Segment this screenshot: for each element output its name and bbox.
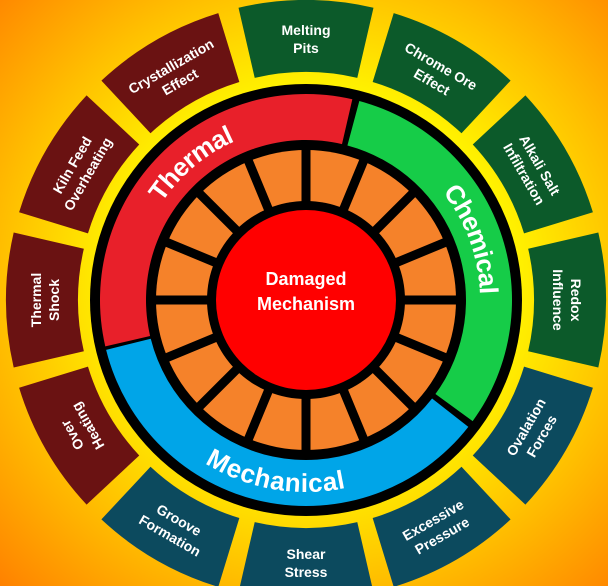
factor-box: OverHeating	[19, 366, 140, 505]
factor-box-shape	[5, 232, 84, 368]
category-band-mechanical	[106, 338, 469, 506]
factor-label-line: Redox	[568, 279, 584, 322]
factor-label-line: Stress	[285, 564, 328, 580]
factor-box-shape	[528, 232, 606, 368]
category-band-chemical	[347, 101, 512, 422]
factor-label: RedoxInfluence	[550, 269, 584, 331]
factor-box-shape	[19, 366, 140, 505]
cell-divider	[242, 381, 276, 445]
category-band-thermal	[100, 93, 353, 347]
center-label-line1: Damaged	[265, 269, 346, 289]
cell-divider	[366, 187, 419, 240]
cell-divider	[161, 330, 225, 364]
cell-divider	[387, 236, 451, 270]
cell-divider	[387, 330, 451, 364]
cell-divider	[193, 360, 246, 413]
factor-box-shape	[238, 0, 374, 78]
cell-divider	[161, 236, 225, 270]
factor-box-shape	[372, 13, 511, 134]
factor-label-line: Shock	[46, 279, 62, 321]
factor-box-shape	[472, 95, 593, 234]
cell-divider	[193, 187, 246, 240]
factor-box-shape	[372, 466, 511, 586]
factor-box-shape	[101, 466, 240, 586]
factor-label-line: Shear	[287, 546, 326, 562]
factor-box: OvalationForces	[472, 366, 593, 505]
factor-label-line: Pits	[293, 40, 319, 56]
factor-box-shape	[472, 366, 593, 505]
factor-box-shape	[239, 522, 373, 586]
cell-divider	[336, 155, 370, 219]
factor-box: GrooveFormation	[101, 466, 240, 586]
factor-box: Chrome OreEffect	[372, 13, 511, 134]
factor-box: RedoxInfluence	[528, 232, 606, 368]
center-circle	[216, 210, 396, 390]
cell-divider	[242, 155, 276, 219]
center-label-line2: Mechanism	[257, 294, 355, 314]
factor-label-line: Thermal	[28, 273, 44, 327]
factor-box: Alkali SaltInfiltration	[472, 95, 593, 234]
factor-box: ExcessivePressure	[372, 466, 511, 586]
cell-divider	[366, 360, 419, 413]
cell-divider	[336, 381, 370, 445]
factor-box-shape	[101, 13, 240, 134]
factor-label-line: Influence	[550, 269, 566, 331]
factor-label-line: Melting	[282, 22, 331, 38]
factor-box-shape	[19, 95, 140, 234]
